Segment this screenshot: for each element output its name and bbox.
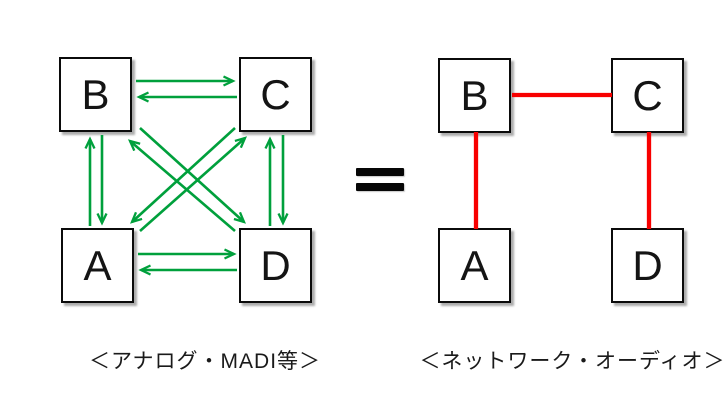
node-label: A: [460, 241, 489, 289]
arrow-d-to-b: [130, 141, 236, 232]
arrow-c-to-a: [132, 127, 236, 222]
right-node-C: C: [611, 58, 684, 133]
equals-bar-top: [356, 168, 404, 176]
equals-bar-bottom: [356, 183, 404, 191]
node-label: D: [260, 241, 291, 289]
arrow-a-to-c: [139, 138, 245, 232]
right-node-D: D: [611, 228, 684, 303]
equals-sign: [356, 168, 404, 191]
left-node-A: A: [61, 228, 134, 303]
node-label: D: [632, 241, 663, 289]
right-diagram-caption: ＜ネットワーク・オーディオ＞: [419, 350, 726, 373]
right-node-B: B: [438, 58, 511, 133]
node-label: C: [632, 71, 663, 119]
left-diagram-caption: ＜アナログ・MADI等＞: [88, 350, 322, 373]
node-label: B: [81, 70, 110, 118]
node-label: A: [83, 241, 112, 289]
node-label: B: [460, 71, 489, 119]
left-node-C: C: [239, 57, 312, 132]
node-label: C: [260, 70, 291, 118]
left-node-D: D: [239, 228, 312, 303]
left-node-B: B: [59, 57, 132, 132]
arrow-b-to-d: [139, 127, 244, 222]
right-node-A: A: [438, 228, 511, 303]
